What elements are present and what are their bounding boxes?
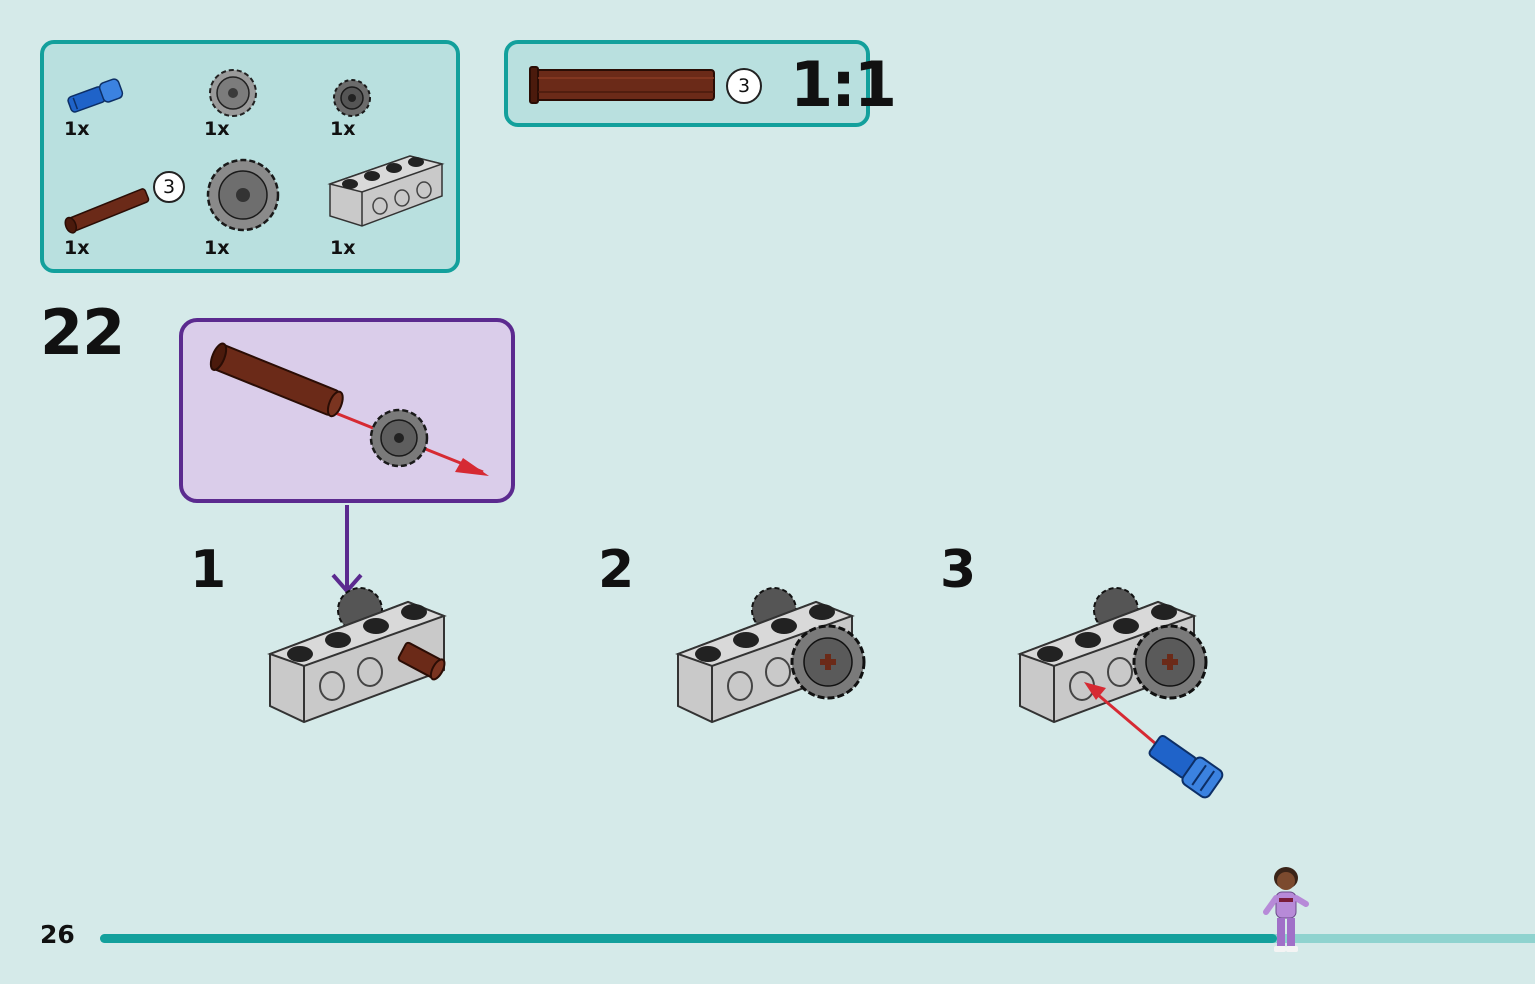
part-qty: 1x: [204, 118, 230, 140]
axle-scale-icon: [529, 66, 715, 104]
axle-length-badge: 3: [153, 171, 185, 203]
substep-number: 2: [598, 540, 635, 600]
large-gear-icon: [206, 158, 280, 232]
substep-3-illustration: [1017, 587, 1224, 799]
substep-1-illustration: [267, 587, 447, 724]
blue-connector-pin-icon: [67, 78, 124, 113]
step-number: 22: [40, 296, 125, 369]
page-number: 26: [40, 920, 75, 949]
minifigure-icon: [1263, 867, 1309, 952]
arrow-head-icon: [1084, 682, 1106, 700]
technic-brick-icon: [327, 155, 445, 227]
parts-list-box: 1x 1x 1x 3 1x 1x 1x: [40, 40, 460, 273]
sub-assembly-box: [179, 318, 515, 503]
part-qty: 1x: [64, 118, 90, 140]
part-qty: 1x: [204, 237, 230, 259]
arrow-head-icon: [455, 458, 489, 476]
axle-length-badge: 3: [726, 68, 762, 104]
part-qty: 1x: [64, 237, 90, 259]
part-qty: 1x: [330, 237, 356, 259]
connector-arrow-icon: [331, 505, 363, 595]
axle-gear-assembly-illustration: [209, 342, 489, 476]
gear-icon: [209, 69, 257, 117]
gear-icon: [333, 79, 371, 117]
scale-reference-box: 3 1:1: [504, 40, 897, 127]
progress-bar: [100, 934, 1535, 943]
substep-2-illustration: [675, 587, 866, 724]
progress-fill: [100, 934, 1277, 943]
part-qty: 1x: [330, 118, 356, 140]
substep-number: 3: [940, 540, 977, 600]
axle-icon: [64, 188, 150, 234]
substep-number: 1: [190, 540, 227, 600]
scale-ratio: 1:1: [790, 48, 897, 121]
